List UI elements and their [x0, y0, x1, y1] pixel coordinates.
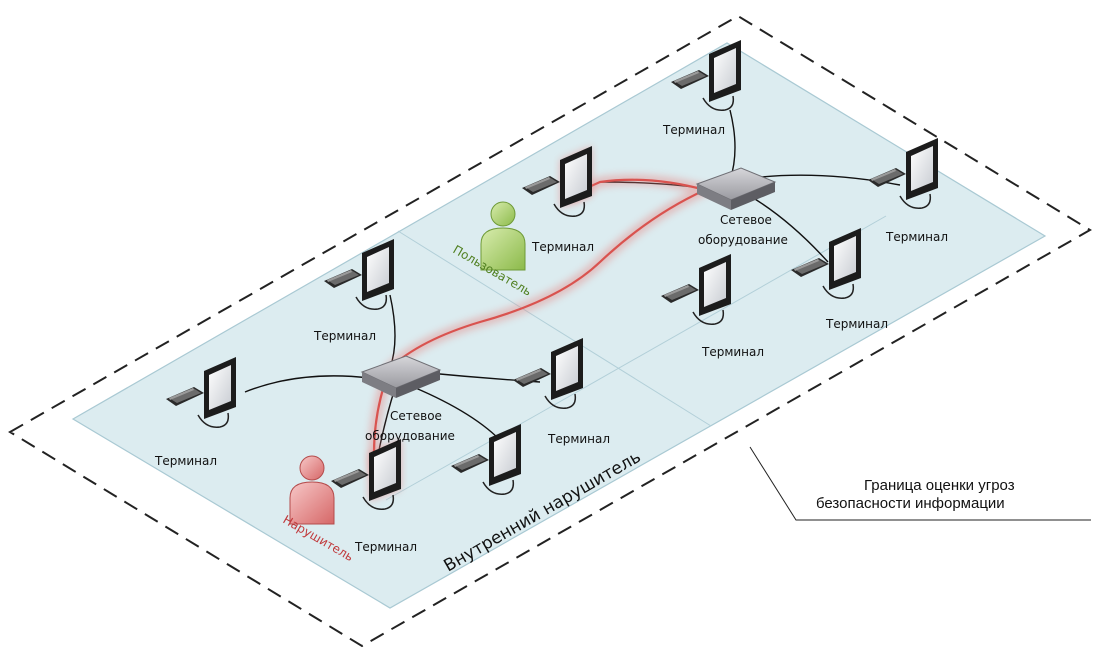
computer-terminal-icon: [521, 145, 593, 217]
terminal-label: Терминал: [662, 123, 725, 137]
terminal-label: Терминал: [354, 540, 417, 554]
internal-zone-plane: [71, 42, 1047, 609]
network-equipment-label: оборудование: [698, 233, 788, 247]
network-equipment-label: Сетевое: [720, 213, 772, 227]
network-equipment-label: Сетевое: [390, 409, 442, 423]
computer-terminal-icon: [330, 438, 402, 510]
terminal-label: Терминал: [154, 454, 217, 468]
terminal-label: Терминал: [313, 329, 376, 343]
terminal-label: Терминал: [825, 317, 888, 331]
terminal-label: Терминал: [547, 432, 610, 446]
assessment-boundary: [8, 14, 1092, 648]
boundary-label: безопасности информации: [816, 495, 1005, 512]
boundary-label: Граница оценки угроз: [864, 477, 1015, 494]
network-equipment-label: оборудование: [365, 429, 455, 443]
terminal-label: Терминал: [701, 345, 764, 359]
terminal-label: Терминал: [885, 230, 948, 244]
terminal-label: Терминал: [531, 240, 594, 254]
